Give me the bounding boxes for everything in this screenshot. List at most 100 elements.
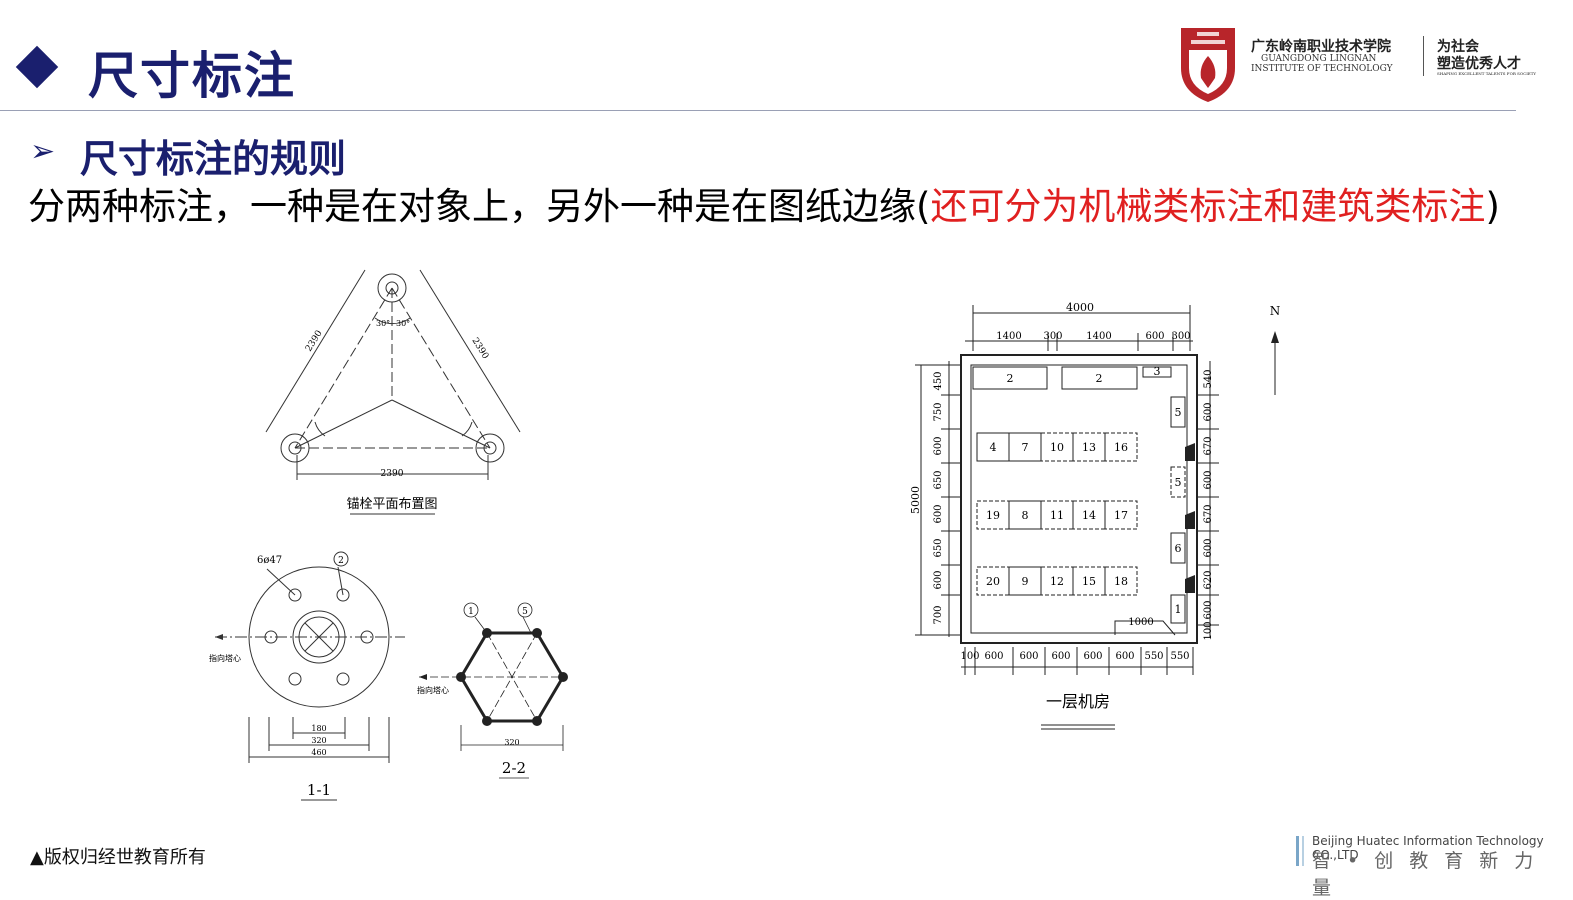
anchor-layout-drawing: 2390 2390 2390 30° 30° 锚栓平面布置图	[265, 269, 521, 515]
right-dim: 100	[1203, 621, 1214, 640]
cabinet-label: 14	[1082, 509, 1096, 522]
cabinet-label: 13	[1082, 441, 1096, 454]
school-name-cn: 广东岭南职业技术学院	[1251, 39, 1391, 55]
left-dim: 450	[933, 371, 944, 390]
logo-slogan-1: 为社会	[1437, 39, 1479, 55]
left-dim: 750	[933, 402, 944, 421]
section-caption: 1-1	[307, 781, 331, 799]
section-caption: 2-2	[502, 759, 526, 777]
cabinet-label: 5	[1175, 476, 1182, 489]
dim-label: 460	[311, 748, 326, 757]
logo-divider	[1423, 36, 1424, 76]
body-prefix: 分两种标注，一种是在对象上，另外一种是在图纸边缘(	[28, 185, 931, 228]
title-diamond-icon	[15, 45, 59, 89]
logo-slogan-en: SHAPING EXCELLENT TALENTS FOR SOCIETY	[1437, 71, 1537, 76]
top-dim: 300	[1171, 331, 1190, 342]
page-title: 尺寸标注	[88, 47, 296, 105]
bottom-dim: 600	[1083, 651, 1102, 662]
right-dim: 620	[1203, 570, 1214, 589]
left-dim: 650	[933, 538, 944, 557]
cabinet-label: 6	[1175, 542, 1182, 555]
cabinet-label: 16	[1114, 441, 1128, 454]
left-total-dim: 5000	[909, 486, 922, 514]
bottom-dim: 600	[1051, 651, 1070, 662]
bottom-dim: 550	[1144, 651, 1163, 662]
bottom-dim: 600	[984, 651, 1003, 662]
right-dim: 600	[1203, 402, 1214, 421]
angle-label: 30°	[376, 319, 390, 328]
top-dim: 600	[1145, 331, 1164, 342]
right-dim: 600	[1203, 470, 1214, 489]
right-dim: 600	[1203, 538, 1214, 557]
section-1-1-drawing: 6ø47 2 指向塔心 180 320 460 1-1	[209, 551, 405, 801]
balloon-label: 5	[522, 607, 528, 617]
school-name-en-2: INSTITUTE OF TECHNOLOGY	[1251, 64, 1393, 74]
triangle-bottom-dim: 2390	[381, 469, 404, 479]
angle-label: 30°	[396, 319, 410, 328]
arrow-label: 指向塔心	[209, 653, 241, 663]
cabinet-label: 11	[1050, 509, 1064, 522]
section-subtitle: 尺寸标注的规则	[80, 137, 347, 181]
floor-plan-caption: 一层机房	[1046, 692, 1110, 711]
arrow-label: 指向塔心	[417, 685, 449, 695]
cabinet-label: 1	[1175, 603, 1182, 616]
cabinet-label: 10	[1050, 441, 1064, 454]
right-dim: 670	[1203, 436, 1214, 455]
right-dim: 600	[1203, 600, 1214, 619]
logo-slogan-2: 塑造优秀人才	[1437, 56, 1521, 72]
cabinet-label: 19	[986, 509, 1000, 522]
body-highlight: 还可分为机械类标注和建筑类标注	[930, 185, 1486, 228]
cabinet-label: 5	[1175, 406, 1182, 419]
cabinet-label: 9	[1022, 575, 1029, 588]
body-text: 分两种标注，一种是在对象上，另外一种是在图纸边缘(还可分为机械类标注和建筑类标注…	[28, 176, 1500, 230]
footer-slogan: 智•创教育新力量	[1312, 850, 1550, 899]
top-dim: 300	[1043, 331, 1062, 342]
cabinet-label: 3	[1154, 365, 1161, 378]
triangle-caption: 锚栓平面布置图	[346, 497, 437, 512]
school-crest-icon	[1181, 28, 1235, 102]
right-dim: 540	[1203, 369, 1214, 388]
balloon-label: 1	[468, 607, 474, 617]
cabinet-label: 12	[1050, 575, 1064, 588]
footer-bar	[1296, 836, 1299, 866]
left-dim: 600	[933, 504, 944, 523]
left-dim: 600	[933, 436, 944, 455]
left-dim: 700	[933, 605, 944, 624]
inner-dim: 1000	[1128, 617, 1153, 628]
bottom-dim: 600	[1115, 651, 1134, 662]
cabinet-label: 7	[1022, 441, 1029, 454]
dim-label: 320	[504, 738, 519, 747]
top-total-dim: 4000	[1066, 301, 1094, 314]
company-name: Beijing Huatec Information Technology CO…	[1312, 834, 1544, 862]
cabinet-label: 18	[1114, 575, 1128, 588]
cabinet-label: 20	[986, 575, 1000, 588]
north-label: N	[1270, 304, 1281, 318]
triangle-right-dim: 2390	[469, 336, 490, 361]
cabinet-label: 8	[1022, 509, 1029, 522]
cabinet-label: 15	[1082, 575, 1096, 588]
cabinet-label: 2	[1096, 372, 1103, 385]
balloon-label: 2	[338, 556, 344, 566]
top-dim: 1400	[1086, 331, 1111, 342]
left-dim: 600	[933, 570, 944, 589]
bottom-dim: 550	[1170, 651, 1189, 662]
bottom-dim: 600	[1019, 651, 1038, 662]
footer-bar	[1302, 836, 1304, 866]
right-dim: 670	[1203, 504, 1214, 523]
cabinet-label: 2	[1007, 372, 1014, 385]
left-dim: 650	[933, 470, 944, 489]
floor-plan-drawing: N 4000 1400 300 1400 600 300 5000 450 75…	[909, 301, 1281, 730]
cabinet-label: 17	[1114, 509, 1128, 522]
dim-label: 180	[311, 724, 326, 733]
holes-label: 6ø47	[257, 555, 282, 566]
body-suffix: )	[1485, 185, 1500, 228]
copyright-notice: ▲版权归经世教育所有	[30, 847, 206, 868]
bottom-dim: 100	[960, 651, 979, 662]
cabinet-label: 4	[990, 441, 997, 454]
bullet-arrow-icon: ➢	[30, 134, 56, 169]
dim-label: 320	[311, 736, 326, 745]
section-2-2-drawing: 1 5 指向塔心 320 2-2	[417, 602, 568, 779]
top-dim: 1400	[996, 331, 1021, 342]
header-divider	[0, 110, 1516, 111]
school-logo: 广东岭南职业技术学院 GUANGDONG LINGNAN INSTITUTE O…	[1175, 20, 1545, 105]
